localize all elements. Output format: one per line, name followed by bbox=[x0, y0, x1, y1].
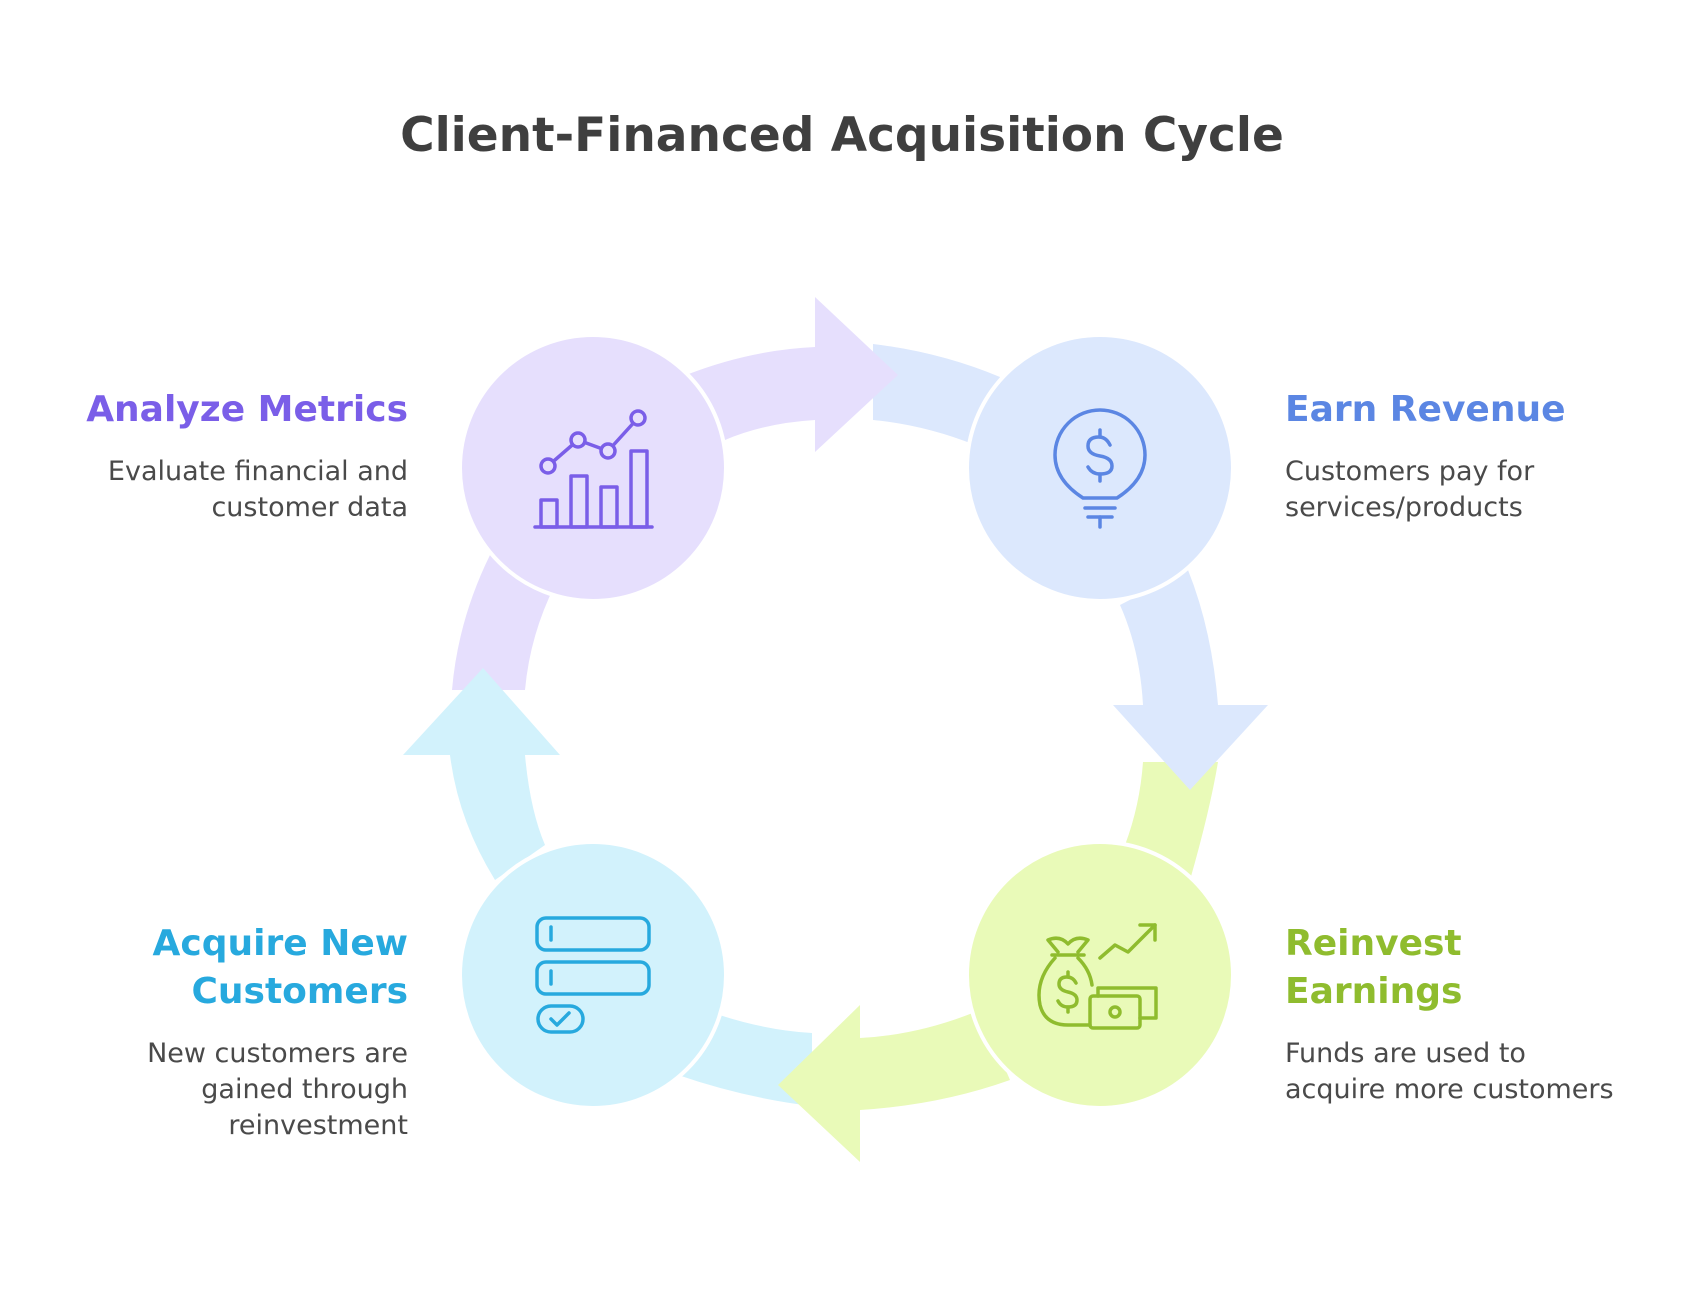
earn-revenue-title: Earn Revenue bbox=[1285, 389, 1566, 430]
description-line: Customers pay for bbox=[1285, 456, 1535, 487]
description-line: customer data bbox=[211, 492, 408, 523]
acquire-customers-label: Acquire New Customers New customers are … bbox=[8, 920, 408, 1144]
arrow-reinvest-to-acquire bbox=[678, 1005, 1010, 1162]
arrow-analyze-to-earn bbox=[686, 297, 1000, 452]
money-bag-growth-icon bbox=[1037, 923, 1158, 1030]
chart-icon bbox=[533, 409, 654, 529]
description-line: acquire more customers bbox=[1285, 1074, 1614, 1105]
reinvest-earnings-label: Reinvest Earnings Funds are used to acqu… bbox=[1285, 920, 1675, 1108]
title-line: Customers bbox=[191, 971, 408, 1012]
title-line: Reinvest bbox=[1285, 923, 1462, 964]
arrow-acquire-to-analyze bbox=[403, 555, 560, 880]
dollar-lightbulb-icon bbox=[1053, 408, 1147, 529]
analyze-metrics-circle bbox=[458, 333, 728, 603]
reinvest-earnings-description: Funds are used to acquire more customers bbox=[1285, 1036, 1675, 1108]
description-line: Evaluate financial and bbox=[107, 456, 408, 487]
title-line: Earnings bbox=[1285, 971, 1463, 1012]
earn-revenue-label: Earn Revenue Customers pay for services/… bbox=[1285, 386, 1665, 526]
description-line: New customers are bbox=[147, 1038, 408, 1069]
arrow-earn-to-reinvest bbox=[1113, 570, 1268, 880]
analyze-metrics-title: Analyze Metrics bbox=[86, 389, 408, 430]
reinvest-earnings-circle bbox=[965, 840, 1235, 1110]
earn-revenue-circle bbox=[965, 333, 1235, 603]
acquire-customers-circle bbox=[458, 840, 728, 1110]
description-line: Funds are used to bbox=[1285, 1038, 1526, 1069]
description-line: gained through bbox=[201, 1074, 408, 1105]
title-line: Acquire New bbox=[152, 923, 408, 964]
earn-revenue-description: Customers pay for services/products bbox=[1285, 454, 1665, 526]
analyze-metrics-label: Analyze Metrics Evaluate financial and c… bbox=[0, 386, 408, 526]
analyze-metrics-description: Evaluate financial and customer data bbox=[0, 454, 408, 526]
form-checklist-icon bbox=[535, 916, 651, 1034]
acquire-customers-title: Acquire New Customers bbox=[8, 920, 408, 1016]
description-line: services/products bbox=[1285, 492, 1523, 523]
diagram-title: Client-Financed Acquisition Cycle bbox=[400, 108, 1284, 163]
reinvest-earnings-title: Reinvest Earnings bbox=[1285, 920, 1675, 1016]
description-line: reinvestment bbox=[228, 1110, 408, 1141]
acquire-customers-description: New customers are gained through reinves… bbox=[8, 1036, 408, 1144]
